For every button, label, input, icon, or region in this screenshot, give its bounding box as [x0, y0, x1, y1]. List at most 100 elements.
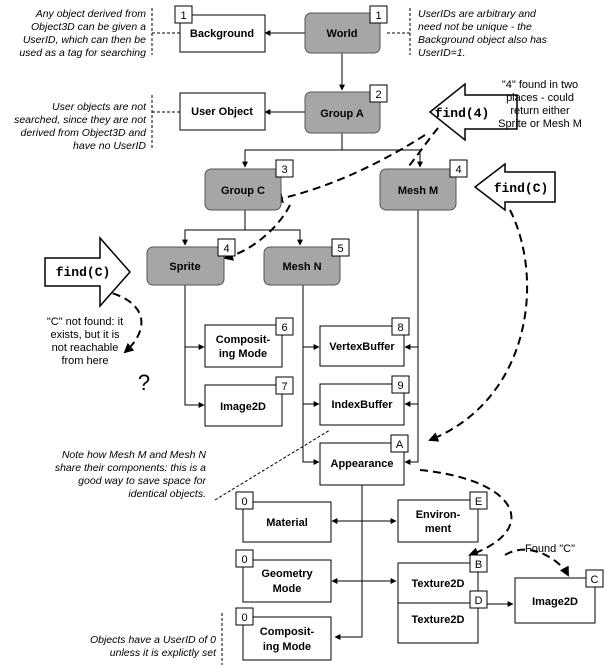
node-label-line1: Environ-	[416, 509, 461, 521]
userid-tag: 9	[397, 380, 403, 392]
node-label: Mesh N	[282, 261, 321, 273]
node-background[interactable]: Background 1	[174, 5, 266, 53]
note-line: identical objects.	[128, 488, 206, 500]
node-environment[interactable]: Environ- ment E	[397, 491, 488, 543]
note-share: Note how Mesh M and Mesh N share their c…	[55, 449, 207, 500]
note-line: Background object also has	[418, 34, 548, 46]
find-c-label: find(C)	[56, 265, 111, 280]
node-compositing-mode-sprite[interactable]: Composit- ing Mode 6	[204, 317, 294, 368]
node-mesh-m[interactable]: Mesh M 4	[379, 159, 468, 211]
node-label: Texture2D	[412, 578, 465, 590]
userid-tag: 1	[180, 10, 186, 22]
path-findc-texture	[419, 469, 513, 558]
find-arrow-c-left: find(C)	[44, 236, 132, 308]
find-c-label: find(C)	[494, 181, 549, 196]
userid-tag: 4	[455, 164, 461, 176]
note-line: "4" found in two	[502, 79, 578, 91]
edge-mesh-m-appearance	[404, 210, 419, 465]
node-texture2d-1[interactable]: Texture2D B	[397, 554, 488, 604]
find-arrow-4: find(4)	[428, 82, 518, 142]
node-label: Texture2D	[412, 614, 465, 626]
edge-group-c-sprite	[182, 210, 246, 246]
note-line: Objects have a UserID of 0	[90, 634, 216, 646]
node-label: Group C	[221, 185, 265, 197]
node-texture2d-2[interactable]: Texture2D D	[397, 590, 488, 644]
note-userid-zero: Objects have a UserID of 0 unless it is …	[90, 634, 217, 659]
note-line: used as a tag for searching	[19, 47, 146, 59]
note-line: "C" not found: it	[47, 316, 123, 328]
node-mesh-n[interactable]: Mesh N 5	[263, 238, 350, 286]
path-find4-groupc	[273, 134, 426, 204]
node-label-line2: ing Mode	[219, 348, 267, 360]
node-label-line2: ing Mode	[263, 641, 311, 653]
note-found-two: "4" found in two places - could return e…	[498, 79, 582, 130]
node-group-c[interactable]: Group C 3	[204, 159, 294, 211]
userid-tag: 4	[223, 243, 229, 255]
node-label: Material	[266, 517, 308, 529]
note-line: return either	[510, 105, 570, 117]
node-material[interactable]: Material 0	[235, 491, 332, 543]
node-group-a[interactable]: Group A 2	[304, 84, 388, 134]
note-line: UserIDs are arbitrary and	[418, 8, 537, 20]
note-line: from here	[61, 355, 108, 367]
note-line: places - could	[506, 92, 574, 104]
userid-tag: A	[396, 439, 404, 451]
note-line: need not be unique - the	[418, 21, 532, 33]
edge-group-a-group-c	[242, 133, 343, 168]
userid-tag: 7	[281, 381, 287, 393]
node-label-line1: Composit-	[216, 334, 271, 346]
note-object3d: Any object derived from Object3D can be …	[19, 8, 146, 59]
note-line: UserID, which can then be	[23, 34, 146, 46]
userid-tag: D	[475, 595, 483, 607]
path-findc-left	[99, 289, 143, 354]
userid-tag: 1	[375, 10, 381, 22]
node-compositing-mode-appearance[interactable]: Composit- ing Mode 0	[235, 607, 332, 661]
userid-tag: 0	[241, 612, 247, 624]
edge-appearance-compositing	[334, 630, 363, 640]
node-label-line1: Geometry	[261, 568, 313, 580]
path-find4-sprite	[223, 204, 291, 261]
node-sprite[interactable]: Sprite 4	[146, 238, 236, 286]
note-leader-share	[214, 429, 331, 501]
note-line: Sprite or Mesh M	[498, 118, 582, 130]
node-appearance[interactable]: Appearance A	[319, 434, 409, 486]
question-mark: ?	[138, 370, 150, 395]
userid-tag: 0	[241, 496, 247, 508]
note-c-not-found: "C" not found: it exists, but it is not …	[47, 316, 123, 367]
node-label: User Object	[191, 106, 253, 118]
node-geometry-mode[interactable]: Geometry Mode 0	[235, 549, 332, 603]
node-image2d-texture[interactable]: Image2D C	[514, 569, 604, 624]
userid-tag: 6	[281, 322, 287, 334]
node-user-object[interactable]: User Object	[179, 92, 266, 131]
node-label: Background	[190, 28, 254, 40]
node-label-line2: ment	[425, 523, 452, 535]
node-label: Appearance	[331, 458, 394, 470]
note-line: good way to save space for	[78, 475, 206, 487]
node-label: Image2D	[220, 401, 266, 413]
note-line: Note how Mesh M and Mesh N	[62, 449, 207, 461]
userid-tag: 0	[241, 554, 247, 566]
note-line: searched, since they are not	[14, 114, 147, 126]
note-line: share their components: this is a	[55, 462, 206, 474]
note-found-c: Found "C"	[525, 543, 575, 555]
note-user-objects: User objects are not searched, since the…	[14, 101, 147, 152]
note-line: UserID=1.	[418, 47, 466, 59]
edge-sprite-image2d	[184, 285, 205, 408]
node-label: Group A	[320, 108, 364, 120]
node-image2d-sprite[interactable]: Image2D 7	[204, 376, 294, 427]
note-line: have no UserID	[73, 140, 146, 152]
userid-tag: 8	[397, 322, 403, 334]
node-vertexbuffer[interactable]: VertexBuffer 8	[319, 317, 410, 367]
path-found-c	[504, 548, 569, 577]
node-label: VertexBuffer	[329, 341, 395, 353]
node-label-line1: Composit-	[260, 626, 315, 638]
node-label: Sprite	[169, 261, 200, 273]
edge-mesh-n-appearance	[302, 285, 320, 465]
node-label: Image2D	[532, 596, 578, 608]
find-4-label: find(4)	[435, 106, 490, 121]
node-label: Mesh M	[398, 185, 438, 197]
node-world[interactable]: World 1	[304, 5, 388, 54]
node-indexbuffer[interactable]: IndexBuffer 9	[319, 375, 410, 426]
userid-tag: C	[591, 574, 599, 586]
